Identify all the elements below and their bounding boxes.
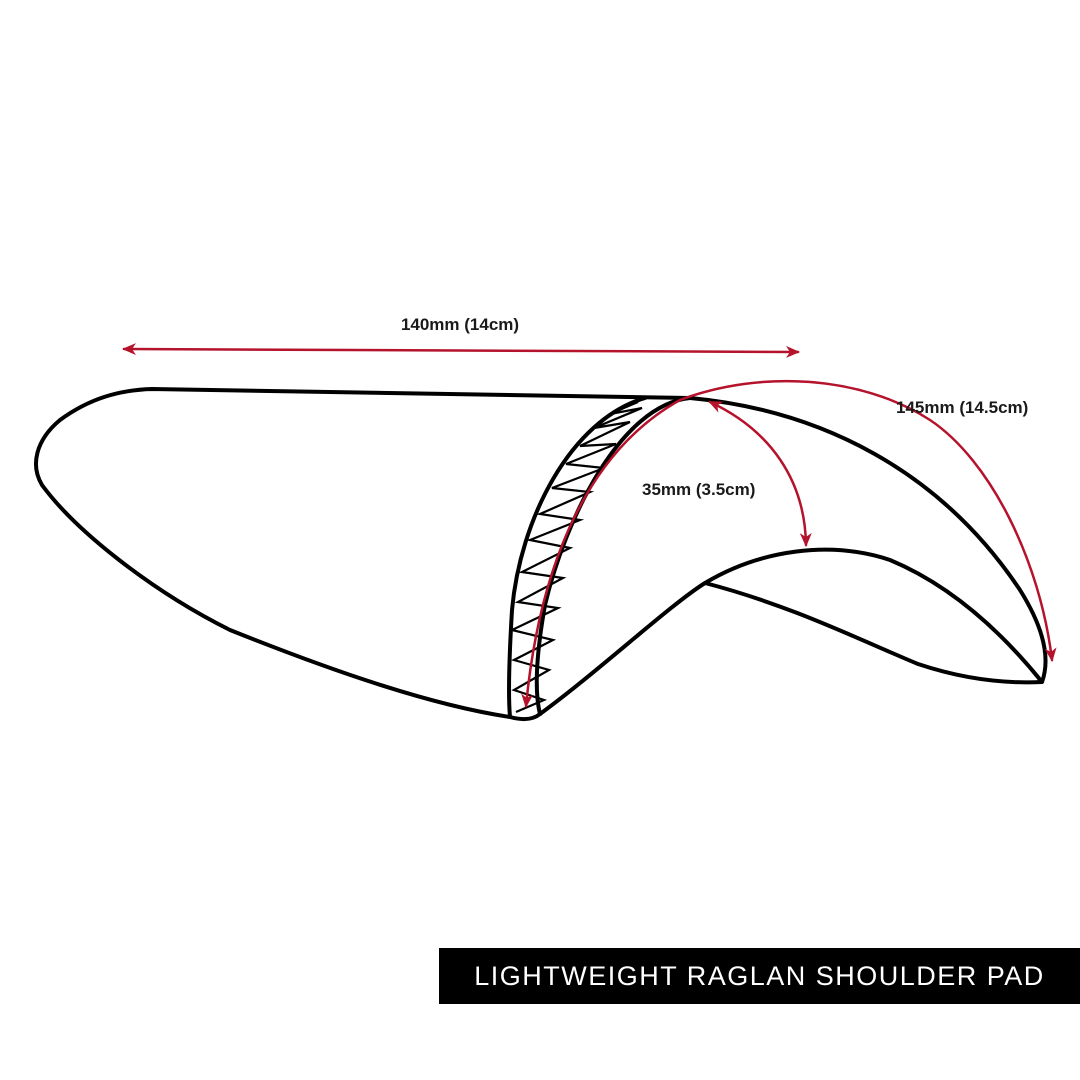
thickness-dimension-arrow <box>708 400 812 547</box>
caption-text: LIGHTWEIGHT RAGLAN SHOULDER PAD <box>474 960 1045 991</box>
caption-bar: LIGHTWEIGHT RAGLAN SHOULDER PAD <box>439 948 1080 1004</box>
curve-length-dimension-arrow <box>521 379 1057 708</box>
seam-band-edge <box>506 396 647 719</box>
thickness-dimension-label: 35mm (3.5cm) <box>642 480 755 499</box>
curve-length-dimension-label: 145mm (14.5cm) <box>896 398 1028 417</box>
pad-inner-edge <box>703 547 1044 684</box>
zigzag-stitching <box>508 400 643 714</box>
length-dimension-arrow <box>122 343 800 358</box>
pad-body-outline <box>34 387 1048 722</box>
length-dimension-label: 140mm (14cm) <box>401 315 519 334</box>
